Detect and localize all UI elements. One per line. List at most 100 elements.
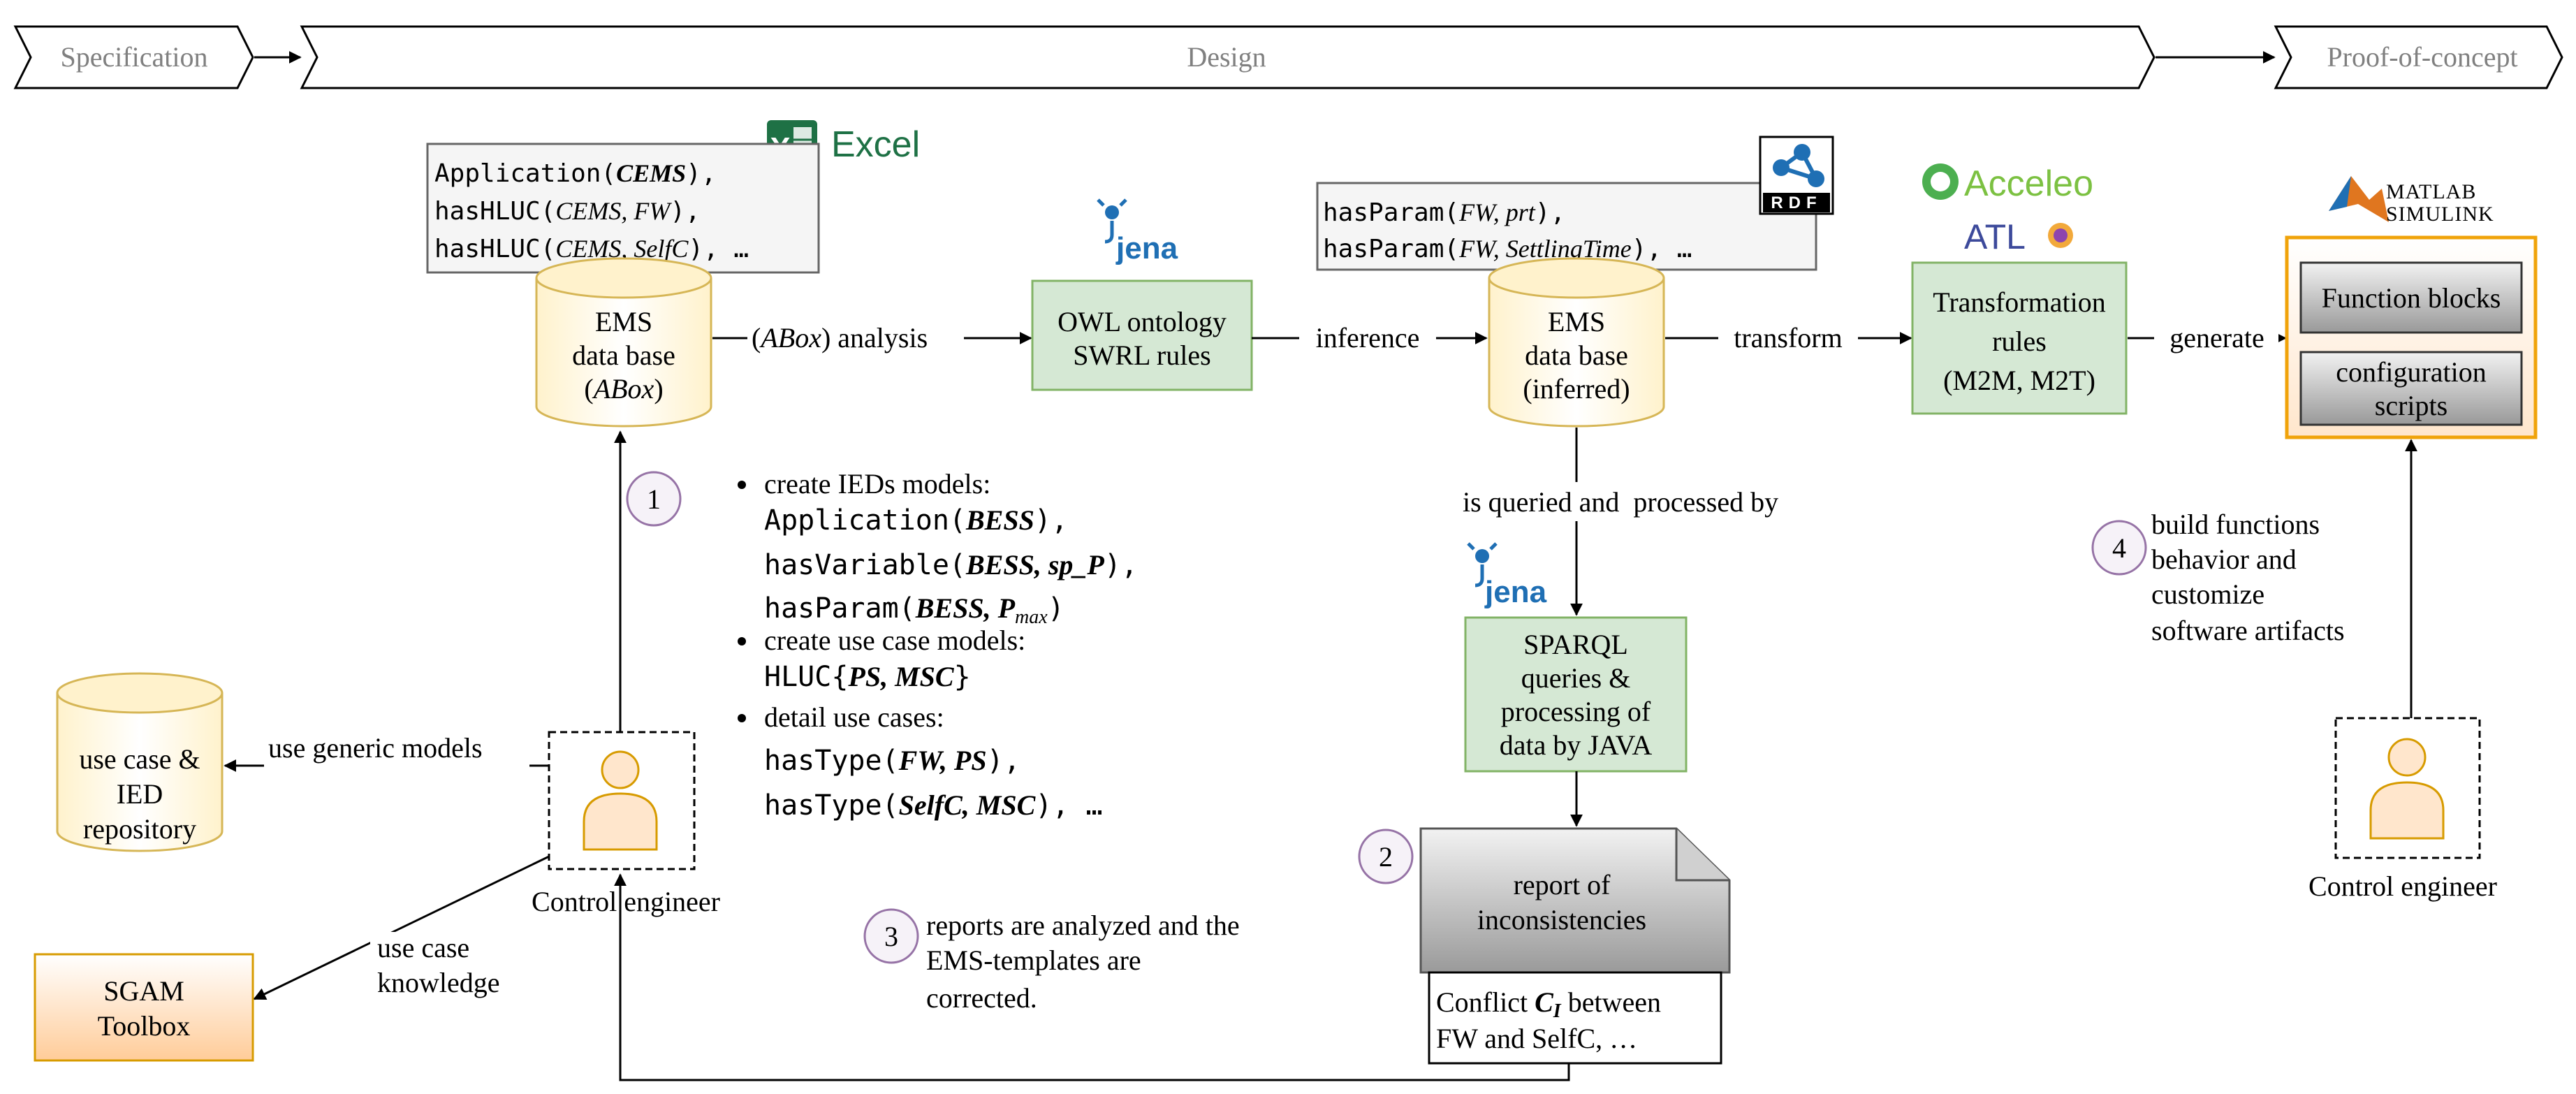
jena-logo-bottom-text: jena <box>1484 575 1547 609</box>
label-inference: inference <box>1316 322 1420 353</box>
svg-text:create use case models:: create use case models: <box>764 625 1025 656</box>
matlab-logo-text: MATLAB <box>2386 180 2476 203</box>
configuration-scripts-box <box>2299 351 2523 426</box>
svg-text:hasHLUC(CEMS, SelfC), …: hasHLUC(CEMS, SelfC), … <box>434 235 749 263</box>
engineer-right-figure <box>2334 717 2481 859</box>
rdf-logo: RDF <box>1759 136 1834 215</box>
svg-text:customize: customize <box>2151 578 2264 610</box>
owl-line1: OWL ontology <box>1058 306 1227 337</box>
step-2-badge: 2 <box>1358 829 1414 884</box>
step-4-badge: 4 <box>2091 520 2147 576</box>
phase-proof-label: Proof-of-concept <box>2327 41 2517 73</box>
engineer-left-body <box>583 792 658 851</box>
simulink-artifacts-box: Function blocks configuration scripts <box>2285 235 2538 439</box>
svg-text:EMS-templates are: EMS-templates are <box>926 945 1141 976</box>
transform-line2: rules <box>1992 326 2047 357</box>
sgam-toolbox-box: SGAM Toolbox <box>34 953 254 1062</box>
report-document: report of inconsistencies <box>1419 827 1731 974</box>
step-3-badge: 3 <box>863 908 919 964</box>
db2-line1: EMS <box>1548 306 1605 337</box>
simulink-logo-text: SIMULINK <box>2386 203 2494 226</box>
rdf-logo-text: RDF <box>1771 194 1822 212</box>
engineer-right-body <box>2369 781 2445 840</box>
function-blocks-box <box>2299 261 2523 334</box>
rdf-note-box <box>1316 182 1817 271</box>
arrow-use-case-knowledge <box>253 855 550 1000</box>
use-case-ied-repository: use case & IED repository <box>56 672 224 852</box>
svg-text:hasVariable(BESS, sp_P),: hasVariable(BESS, sp_P), <box>764 549 1138 581</box>
jena-logo-top: jena <box>1097 198 1178 265</box>
svg-text:corrected.: corrected. <box>926 982 1037 1014</box>
acceleo-logo: Acceleo <box>1922 163 2093 204</box>
sparql-line4: data by JAVA <box>1500 729 1653 761</box>
db2-line3: (inferred) <box>1523 373 1630 404</box>
svg-text:behavior and: behavior and <box>2151 544 2297 575</box>
svg-text:hasType(FW, PS),: hasType(FW, PS), <box>764 745 1020 777</box>
svg-text:Toolbox: Toolbox <box>98 1010 191 1042</box>
label-generate: generate <box>2169 322 2264 353</box>
config-line1: configuration <box>2336 356 2487 388</box>
engineer-right-label: Control engineer <box>2308 870 2497 902</box>
label-transform: transform <box>1734 322 1843 353</box>
report-line1: report of <box>1514 869 1611 900</box>
sparql-line1: SPARQL <box>1523 629 1628 660</box>
svg-text:4: 4 <box>2112 532 2126 564</box>
conflict-note: Conflict CI between FW and SelfC, … <box>1428 971 1722 1065</box>
svg-text:build functions: build functions <box>2151 509 2320 540</box>
excel-note-box <box>426 143 820 274</box>
arrow-feedback-loop <box>614 873 1570 1081</box>
sparql-box: SPARQL queries & processing of data by J… <box>1464 616 1688 773</box>
phase-specification-chevron <box>13 25 254 89</box>
engineer-left-figure <box>548 731 696 870</box>
phase-proof-chevron <box>2274 25 2563 89</box>
transform-line3: (M2M, M2T) <box>1943 365 2095 396</box>
engineer-right-head <box>2387 738 2427 777</box>
svg-text:detail use cases:: detail use cases: <box>764 701 944 733</box>
transform-line1: Transformation <box>1933 286 2105 318</box>
phase-banner: Specification Design Proof-of-concept <box>13 25 2563 89</box>
svg-text:2: 2 <box>1379 841 1393 873</box>
conflict-line1: Conflict CI between <box>1436 986 1661 1022</box>
acceleo-logo-text: Acceleo <box>1964 163 2093 204</box>
svg-text:reports are analyzed and the: reports are analyzed and the <box>926 910 1240 941</box>
svg-text:use case &: use case & <box>79 743 200 775</box>
svg-text:HLUC{PS, MSC}: HLUC{PS, MSC} <box>764 661 971 693</box>
label-knowledge-line2: knowledge <box>377 967 500 998</box>
svg-text:3: 3 <box>884 921 898 952</box>
svg-text:hasParam(FW, SettlingTime), …: hasParam(FW, SettlingTime), … <box>1323 235 1692 263</box>
step-1-badge: 1 <box>626 471 682 527</box>
atl-logo: ATL <box>1964 217 2073 256</box>
matlab-simulink-logo: MATLAB SIMULINK <box>2329 176 2494 226</box>
owl-line2: SWRL rules <box>1073 340 1210 371</box>
sparql-line2: queries & <box>1521 662 1631 694</box>
conflict-line2: FW and SelfC, … <box>1436 1023 1637 1054</box>
rdf-note: hasParam(FW, prt), hasParam(FW, Settling… <box>1316 182 1817 271</box>
step-3-text: reports are analyzed and the EMS-templat… <box>926 910 1240 1014</box>
step-4-text: build functions behavior and customize s… <box>2151 509 2345 646</box>
ems-database-abox: EMS data base (ABox) <box>535 257 712 428</box>
config-line2: scripts <box>2375 390 2447 421</box>
excel-note: Application(CEMS), hasHLUC(CEMS, FW), ha… <box>426 143 820 274</box>
svg-text:repository: repository <box>83 813 196 845</box>
svg-text:1: 1 <box>647 483 661 515</box>
transformation-rules-box: Transformation rules (M2M, M2T) <box>1911 261 2128 415</box>
svg-text:hasParam(FW, prt),: hasParam(FW, prt), <box>1323 198 1565 227</box>
phase-design-label: Design <box>1187 41 1266 73</box>
owl-ontology-box: OWL ontology SWRL rules <box>1031 279 1253 391</box>
svg-text:IED: IED <box>117 778 163 810</box>
svg-text:hasParam(BESS, Pmax): hasParam(BESS, Pmax) <box>764 592 1064 628</box>
atl-logo-text: ATL <box>1964 217 2026 256</box>
svg-text:SGAM: SGAM <box>103 975 184 1007</box>
jena-logo-bottom: jena <box>1467 542 1547 609</box>
sparql-line3: processing of <box>1501 696 1651 727</box>
label-abox-analysis: (ABox) analysis <box>752 322 928 353</box>
label-generic-models: use generic models <box>268 732 483 764</box>
step-1-bullet-list: create IEDs models: Application(BESS), h… <box>738 468 1138 822</box>
report-line2: inconsistencies <box>1477 904 1646 935</box>
ems-database-inferred: EMS data base (inferred) <box>1488 257 1665 428</box>
jena-logo-top-text: jena <box>1115 231 1178 265</box>
svg-text:Application(BESS),: Application(BESS), <box>764 504 1068 537</box>
db1-line2: data base <box>572 340 675 371</box>
excel-logo-text: Excel <box>831 124 920 165</box>
svg-text:create IEDs models:: create IEDs models: <box>764 468 990 499</box>
